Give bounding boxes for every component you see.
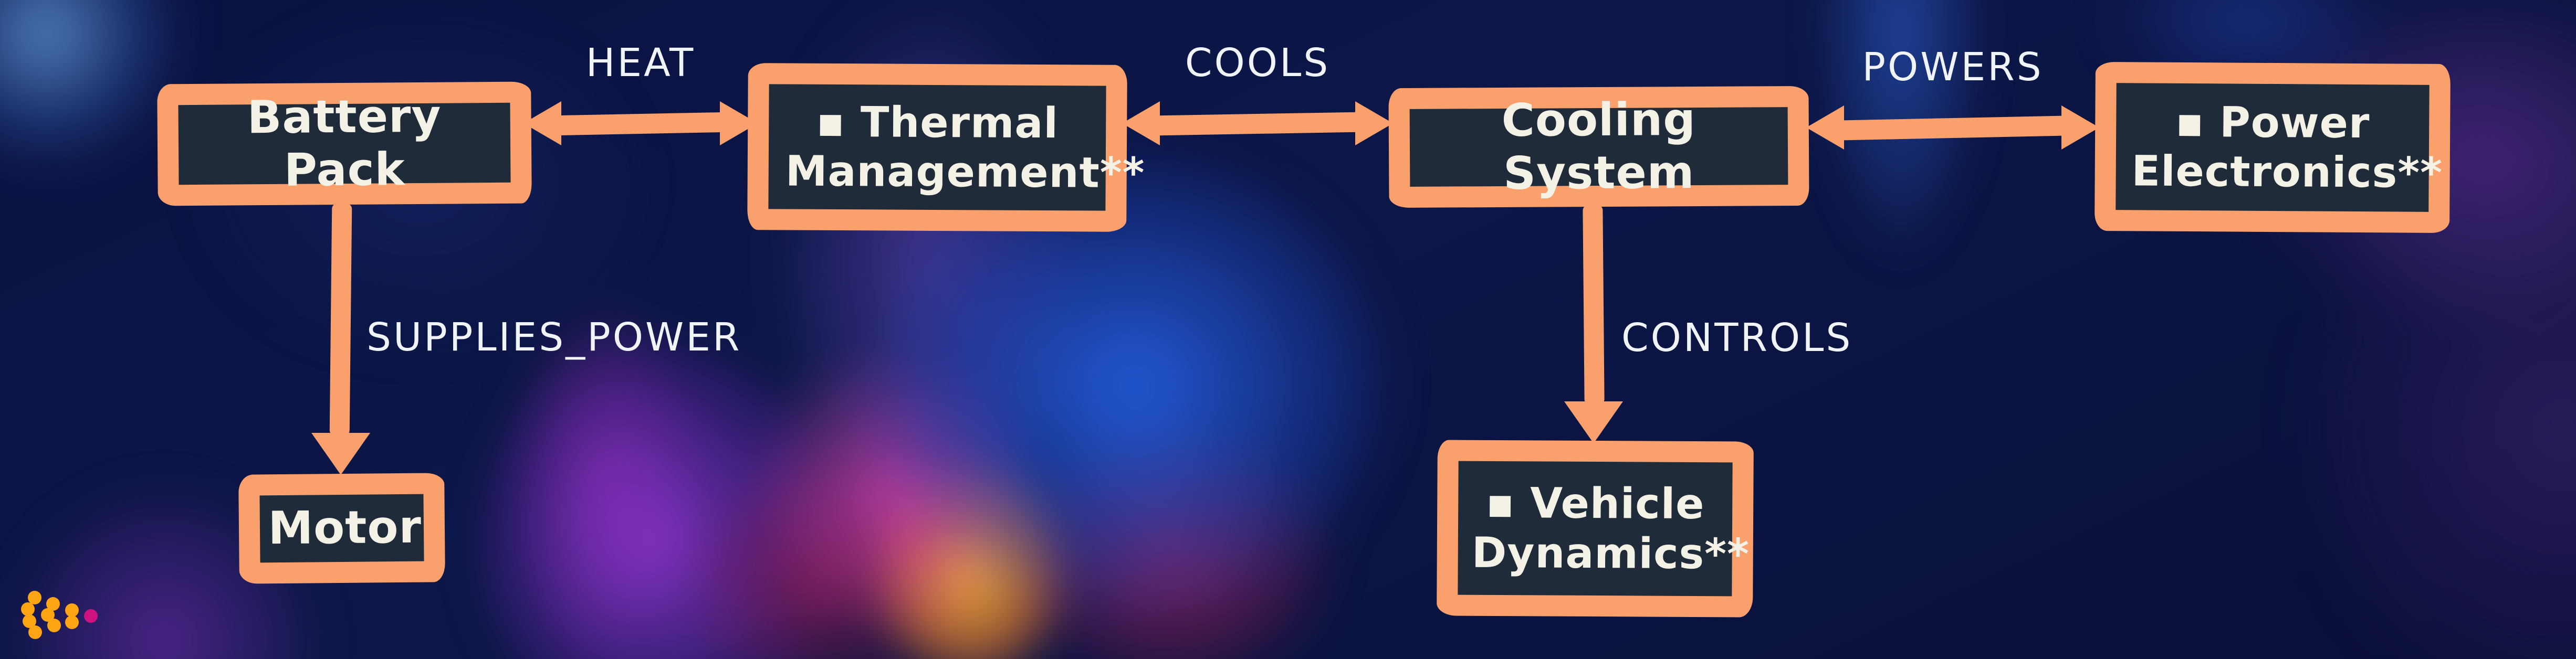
edge-label-supplies-power: SUPPLIES_POWER — [366, 315, 742, 360]
logo-dot-icon — [21, 602, 35, 616]
edge-cools[interactable]: COOLS — [1122, 40, 1393, 155]
edge-line — [1583, 205, 1605, 405]
arrowhead-down-icon — [311, 433, 370, 475]
logo-dot-icon — [28, 591, 41, 604]
node-label-motor: Motor — [268, 501, 422, 555]
node-battery-pack[interactable]: Battery Pack — [157, 81, 532, 206]
node-vehicle-dynamics[interactable]: ▪ Vehicle Dynamics** — [1437, 440, 1754, 618]
arrowhead-down-icon — [1564, 401, 1623, 443]
logo-dot-icon — [65, 603, 79, 617]
edge-line — [1833, 115, 2072, 141]
edge-line — [329, 203, 352, 436]
node-label-vehicle-dynamics: ▪ Vehicle Dynamics** — [1471, 479, 1750, 579]
edge-powers[interactable]: POWERS — [1806, 45, 2099, 159]
edge-controls[interactable]: CONTROLS — [1564, 205, 1972, 443]
node-label-cooling-system: Cooling System — [1501, 93, 1697, 200]
logo-pink-dot-icon — [84, 609, 98, 623]
edge-label-controls: CONTROLS — [1621, 315, 1853, 360]
edge-line — [1149, 112, 1366, 136]
logo-dot-icon — [65, 615, 79, 629]
arrowhead-left-icon — [1122, 101, 1160, 145]
logo-dot-icon — [28, 625, 42, 639]
node-thermal-management[interactable]: ▪ Thermal Management** — [747, 63, 1145, 232]
arrowhead-right-icon — [2061, 105, 2099, 150]
node-motor[interactable]: Motor — [238, 473, 445, 584]
arrowhead-left-icon — [1806, 105, 1844, 150]
dot-arcs-logo — [21, 590, 110, 643]
edge-label-powers: POWERS — [1862, 45, 2044, 90]
edge-line — [550, 112, 731, 136]
edge-heat[interactable]: HEAT — [523, 40, 758, 155]
logo-dot-icon — [47, 619, 61, 632]
node-power-electronics[interactable]: ▪ Power Electronics** — [2095, 61, 2451, 233]
node-label-thermal-management: ▪ Thermal Management** — [785, 97, 1145, 198]
edge-supplies-power[interactable]: SUPPLIES_POWER — [311, 203, 845, 475]
arrowhead-right-icon — [1355, 101, 1393, 145]
edge-label-cools: COOLS — [1185, 40, 1331, 86]
node-label-battery-pack: Battery Pack — [247, 90, 442, 197]
node-cooling-system[interactable]: Cooling System — [1388, 86, 1809, 208]
node-label-power-electronics: ▪ Power Electronics** — [2131, 97, 2443, 197]
edge-label-heat: HEAT — [585, 40, 696, 86]
